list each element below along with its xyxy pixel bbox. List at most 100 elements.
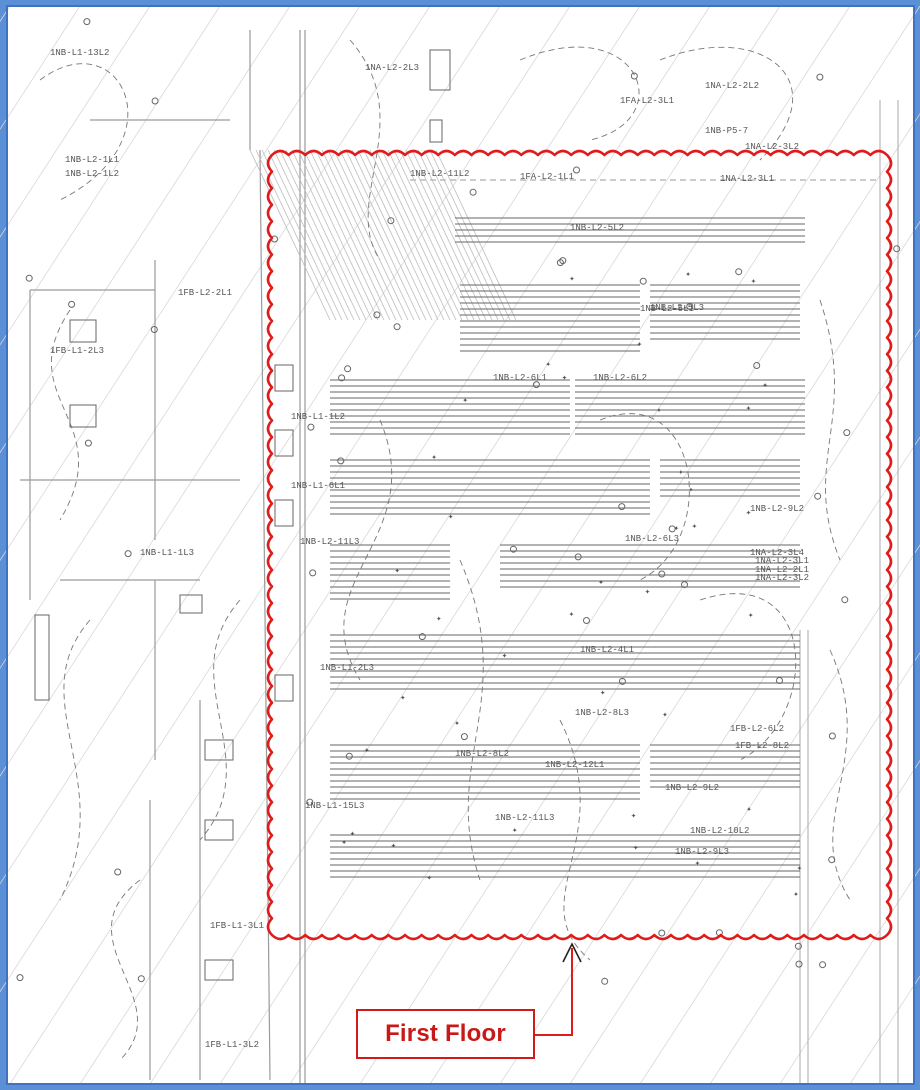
fixture-symbol [469, 188, 477, 196]
fixture-symbol [387, 217, 395, 225]
construction-line [499, 436, 920, 1085]
light-fixture-icon: ✦ [793, 889, 799, 899]
circuit-label: 1NB-L1-15L3 [305, 801, 364, 811]
fixture-symbol [828, 732, 836, 740]
callout-leader-line [535, 948, 573, 1036]
circuit-label: 1NB-L1-2L3 [320, 663, 374, 673]
construction-line [0, 5, 641, 993]
wiring-loop [349, 39, 381, 261]
fixture-symbol [306, 798, 314, 806]
construction-line [0, 5, 221, 346]
circuit-label: 1NB-L2-11L2 [410, 169, 469, 179]
circuit-label: 1NA-L2-3L1 [755, 556, 809, 566]
wiring-loop [59, 619, 91, 901]
circuit-label: 1NB-L2-4L1 [580, 645, 634, 655]
rack-row [660, 459, 800, 497]
circuit-label: 1NB-L2-6L3 [625, 534, 679, 544]
wiring-loop [459, 559, 484, 881]
light-fixture-icon: ✦ [448, 512, 454, 522]
fixture-symbol [25, 274, 33, 282]
circuit-label: 1NB-L2-12L1 [545, 760, 604, 770]
fixture-symbol [124, 550, 132, 558]
hatch-line [285, 149, 367, 321]
wiring-loop [599, 413, 690, 581]
rack-row [330, 459, 650, 515]
hatch-line [435, 149, 517, 321]
panel-box [34, 614, 50, 701]
light-fixture-icon: ✦ [562, 373, 568, 383]
fixture-symbol [630, 72, 638, 80]
panel-box [204, 739, 234, 761]
fixture-symbol [686, 302, 694, 310]
construction-line [0, 5, 151, 238]
fixture-symbol [83, 18, 91, 26]
circuit-label: 1NB-L2-1L2 [65, 169, 119, 179]
fixture-symbol [307, 423, 315, 431]
hatch-line [357, 149, 439, 321]
light-fixture-icon: ✦ [463, 396, 469, 406]
circuit-label: 1NB-L2-1L1 [65, 155, 119, 165]
circuit-label: 1NB-L1-1L2 [291, 412, 345, 422]
light-fixture-icon: ✦ [391, 841, 397, 851]
panel-box [179, 594, 203, 614]
hatch-line [351, 149, 433, 321]
hatch-line [339, 149, 421, 321]
fixture-symbol [338, 374, 346, 382]
rack-row [500, 544, 800, 588]
fixture-symbol [583, 617, 590, 624]
fixture-symbol [393, 323, 401, 331]
panel-box [204, 819, 234, 841]
hatch-line [303, 149, 385, 321]
construction-line [0, 5, 291, 454]
rack-row [330, 834, 800, 878]
fixture-symbol [150, 326, 158, 333]
circuit-label: 1NB-L2-9L2 [750, 504, 804, 514]
fixture-symbol [658, 929, 666, 937]
fixture-symbol [819, 961, 827, 969]
fixture-symbol [639, 277, 647, 285]
light-fixture-icon: ✦ [656, 405, 662, 415]
fixture-symbol [794, 942, 802, 950]
circuit-label: 1FB-L1-3L1 [210, 921, 264, 931]
fixture-symbol [828, 856, 836, 864]
rack-row [650, 284, 800, 340]
hatch-line [405, 149, 487, 321]
fixture-symbol [618, 503, 626, 511]
circuit-label: 1NB-L2-9L2 [665, 783, 719, 793]
panel-box [204, 959, 234, 981]
light-fixture-icon: ✦ [685, 270, 691, 280]
circuit-label: 1NB-L2-8L3 [575, 708, 629, 718]
light-fixture-icon: ✦ [746, 404, 752, 414]
panel-box [274, 674, 294, 702]
construction-line [0, 5, 571, 885]
circuit-label: 1NA-L2-2L3 [365, 63, 419, 73]
hatch-line [273, 149, 355, 321]
light-fixture-icon: ✦ [454, 719, 460, 729]
light-fixture-icon: ✦ [400, 693, 406, 703]
circuit-label: 1NB-L2-5L3 [650, 303, 704, 313]
hatch-line [297, 149, 379, 321]
fixture-symbol [114, 868, 122, 876]
circuit-label: 1FB-L2-6L2 [730, 724, 784, 734]
stair-hatch [249, 149, 517, 321]
light-fixture-icon: ✦ [762, 381, 768, 391]
hatch-line [327, 149, 409, 321]
light-fixture-icon: ✦ [746, 508, 752, 518]
circuit-label: 1NA-L2-3L1 [720, 174, 774, 184]
circuit-label: 1NA-L2-3L2 [755, 573, 809, 583]
hatch-line [411, 149, 493, 321]
circuit-label: 1NB-L1-1L3 [140, 548, 194, 558]
light-fixture-icon: ✦ [678, 467, 684, 477]
wiring-loop [819, 299, 841, 561]
circuit-label: 1FB-L1-3L2 [205, 1040, 259, 1050]
callout-arrowhead [562, 942, 582, 963]
construction-line [709, 759, 920, 1085]
hatch-line [249, 149, 331, 321]
light-fixture-icon: ✦ [751, 277, 757, 287]
circuit-label: 1NA-L2-2L2 [705, 81, 759, 91]
hatch-line [315, 149, 397, 321]
fixture-symbol [460, 733, 468, 741]
light-fixture-icon: ✦ [436, 614, 442, 624]
panel-box [69, 319, 97, 343]
light-fixture-icon: ✦ [692, 522, 698, 532]
